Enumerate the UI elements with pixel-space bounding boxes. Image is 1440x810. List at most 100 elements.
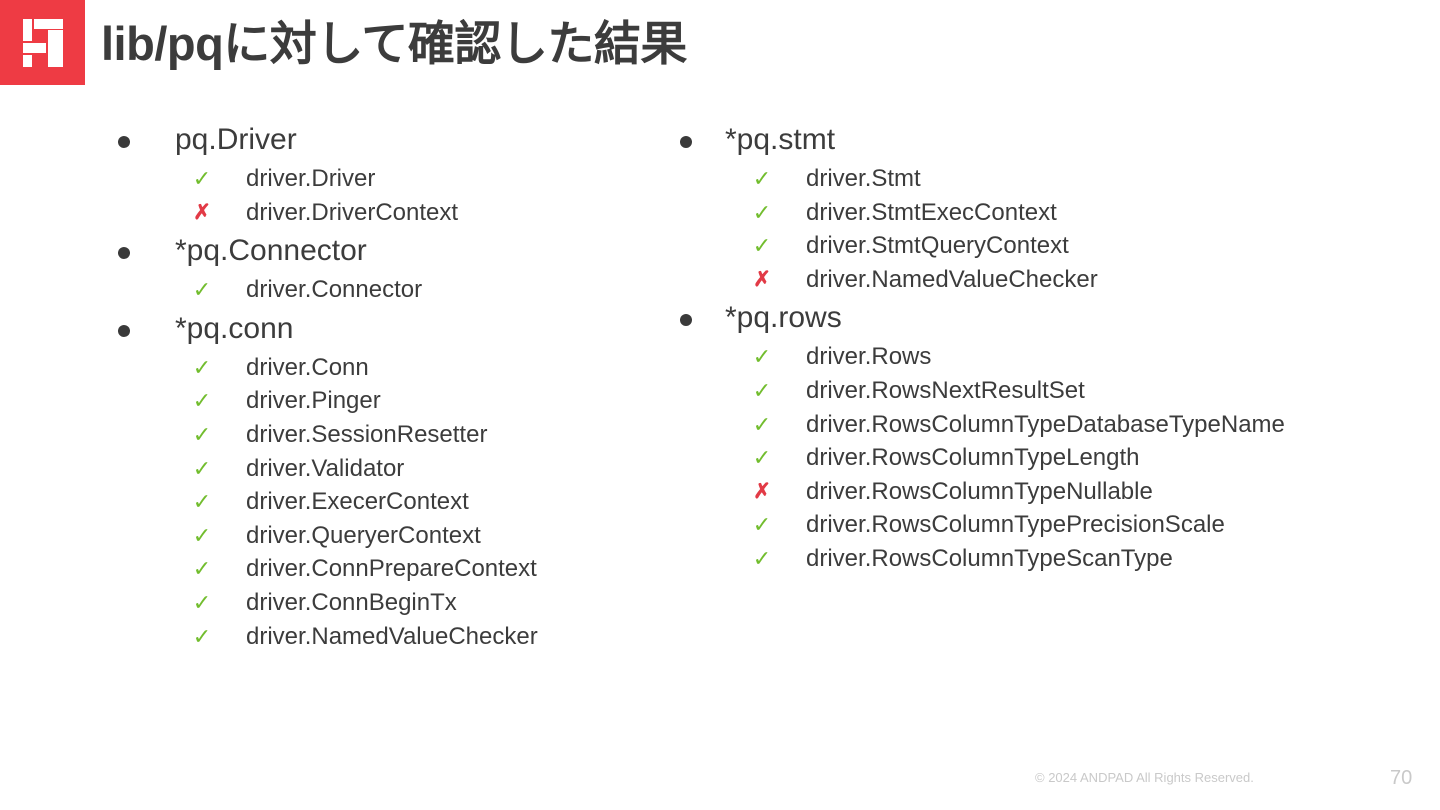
check-icon: ✓ (752, 512, 772, 538)
outline-item-label: driver.Connector (246, 276, 423, 304)
outline-item: ✓ driver.RowsColumnTypePrecisionScale (668, 508, 1438, 542)
outline-item: ✓driver.SessionResetter (108, 418, 668, 452)
outline-group: *pq.conn✓driver.Conn✓driver.Pinger✓drive… (108, 307, 668, 653)
outline-item-label: driver.Pinger (246, 387, 381, 415)
check-icon: ✓ (192, 166, 212, 191)
outline-item-label: driver.StmtQueryContext (806, 232, 1069, 260)
outline-item: ✓ driver.RowsNextResultSet (668, 374, 1438, 408)
outline-group-label: *pq.conn (108, 307, 668, 351)
outline-item: ✗ driver.RowsColumnTypeNullable (668, 475, 1438, 509)
bullet-icon (118, 136, 130, 148)
outline-item-label: driver.ConnPrepareContext (246, 555, 537, 583)
outline-item-label: driver.RowsColumnTypeDatabaseTypeName (806, 410, 1285, 438)
check-icon: ✓ (752, 166, 772, 191)
outline-item: ✓ driver.Validator (108, 452, 668, 486)
outline-item: ✓ driver.StmtExecContext (668, 196, 1438, 230)
outline-group: pq.Driver ✓ driver.Driver ✗ driver.DriverCon… (108, 118, 668, 229)
check-icon: ✓ (752, 233, 772, 259)
check-icon: ✓ (752, 545, 772, 571)
outline-item-label: driver.RowsColumnTypePrecisionScale (806, 511, 1225, 539)
check-icon: ✓ (192, 388, 212, 414)
outline-item-label: driver.QueryerContext (246, 521, 481, 549)
outline-item-label: driver.RowsColumnTypeLength (806, 444, 1140, 472)
bullet-icon (118, 324, 130, 337)
outline-group: *pq.stmt ✓ driver.Stmt ✓ driver.StmtExecCont… (668, 118, 1438, 296)
bullet-icon (680, 314, 692, 327)
outline-group-label: *pq.stmt (668, 118, 1438, 162)
outline-item: ✓ driver.Connector (108, 273, 668, 307)
logo-block-left-lower (23, 55, 32, 67)
outline-item-label: driver.ConnBeginTx (246, 588, 457, 616)
page-title: lib/pqに対して確認した結果 (101, 17, 687, 70)
cross-icon: ✗ (753, 479, 771, 503)
outline-item-label: driver.SessionResetter (246, 420, 488, 448)
page-number: 70 (1390, 767, 1413, 789)
outline-item: ✓ driver.RowsColumnTypeScanType (668, 542, 1438, 576)
outline-item: ✓ driver.Stmt (668, 162, 1438, 196)
check-icon: ✓ (192, 455, 212, 481)
outline-item: ✓ driver.RowsColumnTypeDatabaseTypeName (668, 408, 1438, 442)
check-icon: ✓ (192, 354, 212, 380)
logo-block-left-upper (23, 19, 32, 41)
cross-icon: ✗ (193, 200, 211, 224)
check-icon: ✓ (192, 277, 212, 303)
outline-item-label: driver.RowsColumnTypeScanType (806, 544, 1173, 572)
check-icon: ✓ (752, 377, 772, 403)
outline-item: ✓ driver.NamedValueChecker (108, 620, 668, 654)
outline-item: ✓ driver.Driver (108, 162, 668, 196)
andpad-logo-glyph (23, 19, 63, 67)
outline-item: ✓ driver.Pinger (108, 384, 668, 418)
outline-group: *pq.Connector ✓ driver.Connector (108, 229, 668, 307)
check-icon: ✓ (752, 411, 772, 437)
column-left: pq.Driver ✓ driver.Driver ✗ driver.DriverCon… (108, 118, 668, 653)
check-icon: ✓ (192, 589, 212, 615)
copyright-notice: © 2024 ANDPAD All Rights Reserved. (1035, 770, 1254, 785)
outline-group-label: *pq.Connector (108, 229, 668, 273)
check-icon: ✓ (752, 344, 772, 370)
outline-item: ✗ driver.NamedValueChecker (668, 263, 1438, 297)
outline-item: ✓ driver.ExecerContext (108, 485, 668, 519)
outline-group-text: *pq.rows (725, 301, 842, 335)
outline-item: ✗ driver.DriverContext (108, 196, 668, 230)
outline-item-label: driver.NamedValueChecker (806, 265, 1098, 293)
outline-item: ✓ driver.QueryerContext (108, 519, 668, 553)
andpad-logo-icon (0, 0, 85, 85)
outline-item-label: driver.Stmt (806, 165, 921, 192)
column-right: *pq.stmt ✓ driver.Stmt ✓ driver.StmtExecCont… (668, 118, 1438, 576)
outline-group-label: pq.Driver (108, 118, 668, 162)
outline-item: ✓ driver.RowsColumnTypeLength (668, 441, 1438, 475)
outline-item-label: driver.DriverContext (246, 198, 459, 226)
cross-icon: ✗ (753, 267, 771, 291)
check-icon: ✓ (192, 623, 212, 649)
bullet-icon (118, 247, 130, 260)
outline-item-label: driver.Rows (806, 343, 932, 371)
outline-item-label: driver.Validator (246, 454, 405, 482)
outline-item-label: driver.StmtExecContext (806, 198, 1057, 226)
outline-item: ✓ driver.Conn (108, 351, 668, 385)
outline-item: ✓ driver.Rows (668, 340, 1438, 374)
logo-block-middle-bar (23, 43, 46, 53)
logo-block-top-bar (34, 19, 63, 29)
outline-item-label: driver.ExecerContext (246, 488, 469, 516)
outline-item-label: driver.Driver (246, 165, 376, 192)
outline-item-label: driver.Conn (246, 353, 369, 381)
outline-item: ✓ driver.ConnPrepareContext (108, 552, 668, 586)
logo-block-right-stem (48, 30, 63, 67)
check-icon: ✓ (192, 556, 212, 582)
outline-item-label: driver.RowsNextResultSet (806, 376, 1085, 404)
outline-group-text: *pq.stmt (725, 123, 836, 156)
check-icon: ✓ (752, 199, 772, 225)
outline-item-label: driver.RowsColumnTypeNullable (806, 477, 1153, 505)
check-icon: ✓ (192, 522, 212, 548)
outline-group-text: *pq.conn (175, 311, 294, 345)
outline-group-text: *pq.Connector (175, 234, 367, 268)
outline-group: *pq.rows ✓ driver.Rows ✓ driver.RowsNextResu… (668, 296, 1438, 575)
check-icon: ✓ (192, 489, 212, 515)
outline-item: ✓ driver.ConnBeginTx (108, 586, 668, 620)
outline-group-text: pq.Driver (175, 123, 297, 156)
outline-item: ✓ driver.StmtQueryContext (668, 229, 1438, 263)
outline-item-label: driver.NamedValueChecker (246, 622, 538, 650)
outline-group-label: *pq.rows (668, 296, 1438, 340)
check-icon: ✓ (752, 445, 772, 471)
